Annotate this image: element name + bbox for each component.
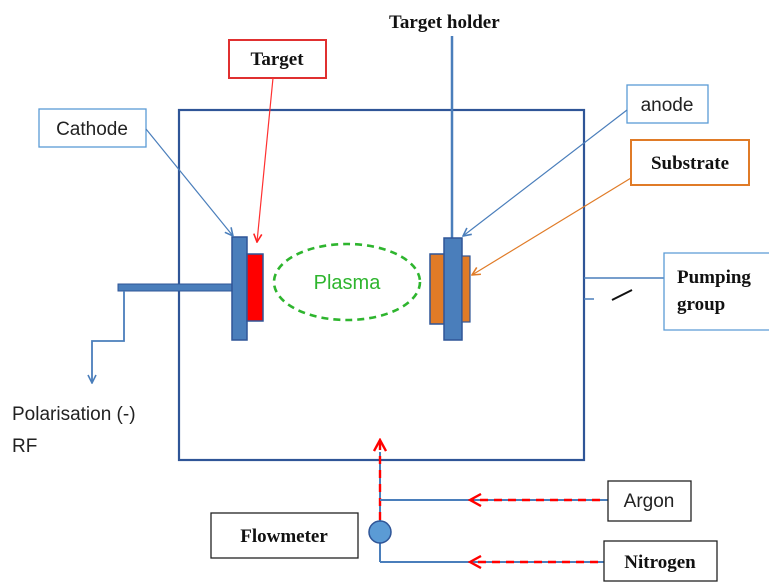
pumping-label-line2: group xyxy=(677,294,725,315)
target-holder-label: Target holder xyxy=(389,12,500,33)
cathode-rod xyxy=(117,283,235,292)
substrate-label-box xyxy=(630,139,750,186)
substrate-label: Substrate xyxy=(651,153,729,174)
cathode-electrode xyxy=(231,236,248,341)
cathode-pointer xyxy=(145,128,233,236)
pumping-label-line1: Pumping xyxy=(677,267,751,288)
flowmeter-icon xyxy=(368,520,392,544)
anode-label-box xyxy=(626,84,709,124)
substrate-plate xyxy=(429,253,446,325)
polarisation-label-line1: Polarisation (-) xyxy=(12,404,136,425)
target-pointer xyxy=(257,77,274,242)
pumping-group-box xyxy=(663,252,769,331)
flowmeter-label-box xyxy=(210,512,359,559)
anode-electrode xyxy=(443,237,463,341)
substrate-plate-right xyxy=(461,255,471,323)
plasma-label: Plasma xyxy=(314,272,382,294)
pumping-valve xyxy=(611,289,633,301)
target-plate xyxy=(246,253,264,322)
anode-label: anode xyxy=(641,95,694,116)
polarisation-wire xyxy=(92,291,125,383)
polarisation-label-line2: RF xyxy=(12,436,37,457)
nitrogen-label: Nitrogen xyxy=(624,552,696,573)
plasma-cloud xyxy=(272,242,422,322)
nitrogen-label-box xyxy=(603,540,718,582)
target-label: Target xyxy=(250,49,304,70)
target-label-box xyxy=(228,39,327,79)
anode-pointer xyxy=(463,109,628,236)
substrate-pointer xyxy=(472,177,632,275)
cathode-label: Cathode xyxy=(56,119,128,140)
cathode-label-box xyxy=(38,108,147,148)
argon-label: Argon xyxy=(624,491,675,512)
argon-label-box xyxy=(607,480,692,522)
flowmeter-label: Flowmeter xyxy=(240,526,328,547)
